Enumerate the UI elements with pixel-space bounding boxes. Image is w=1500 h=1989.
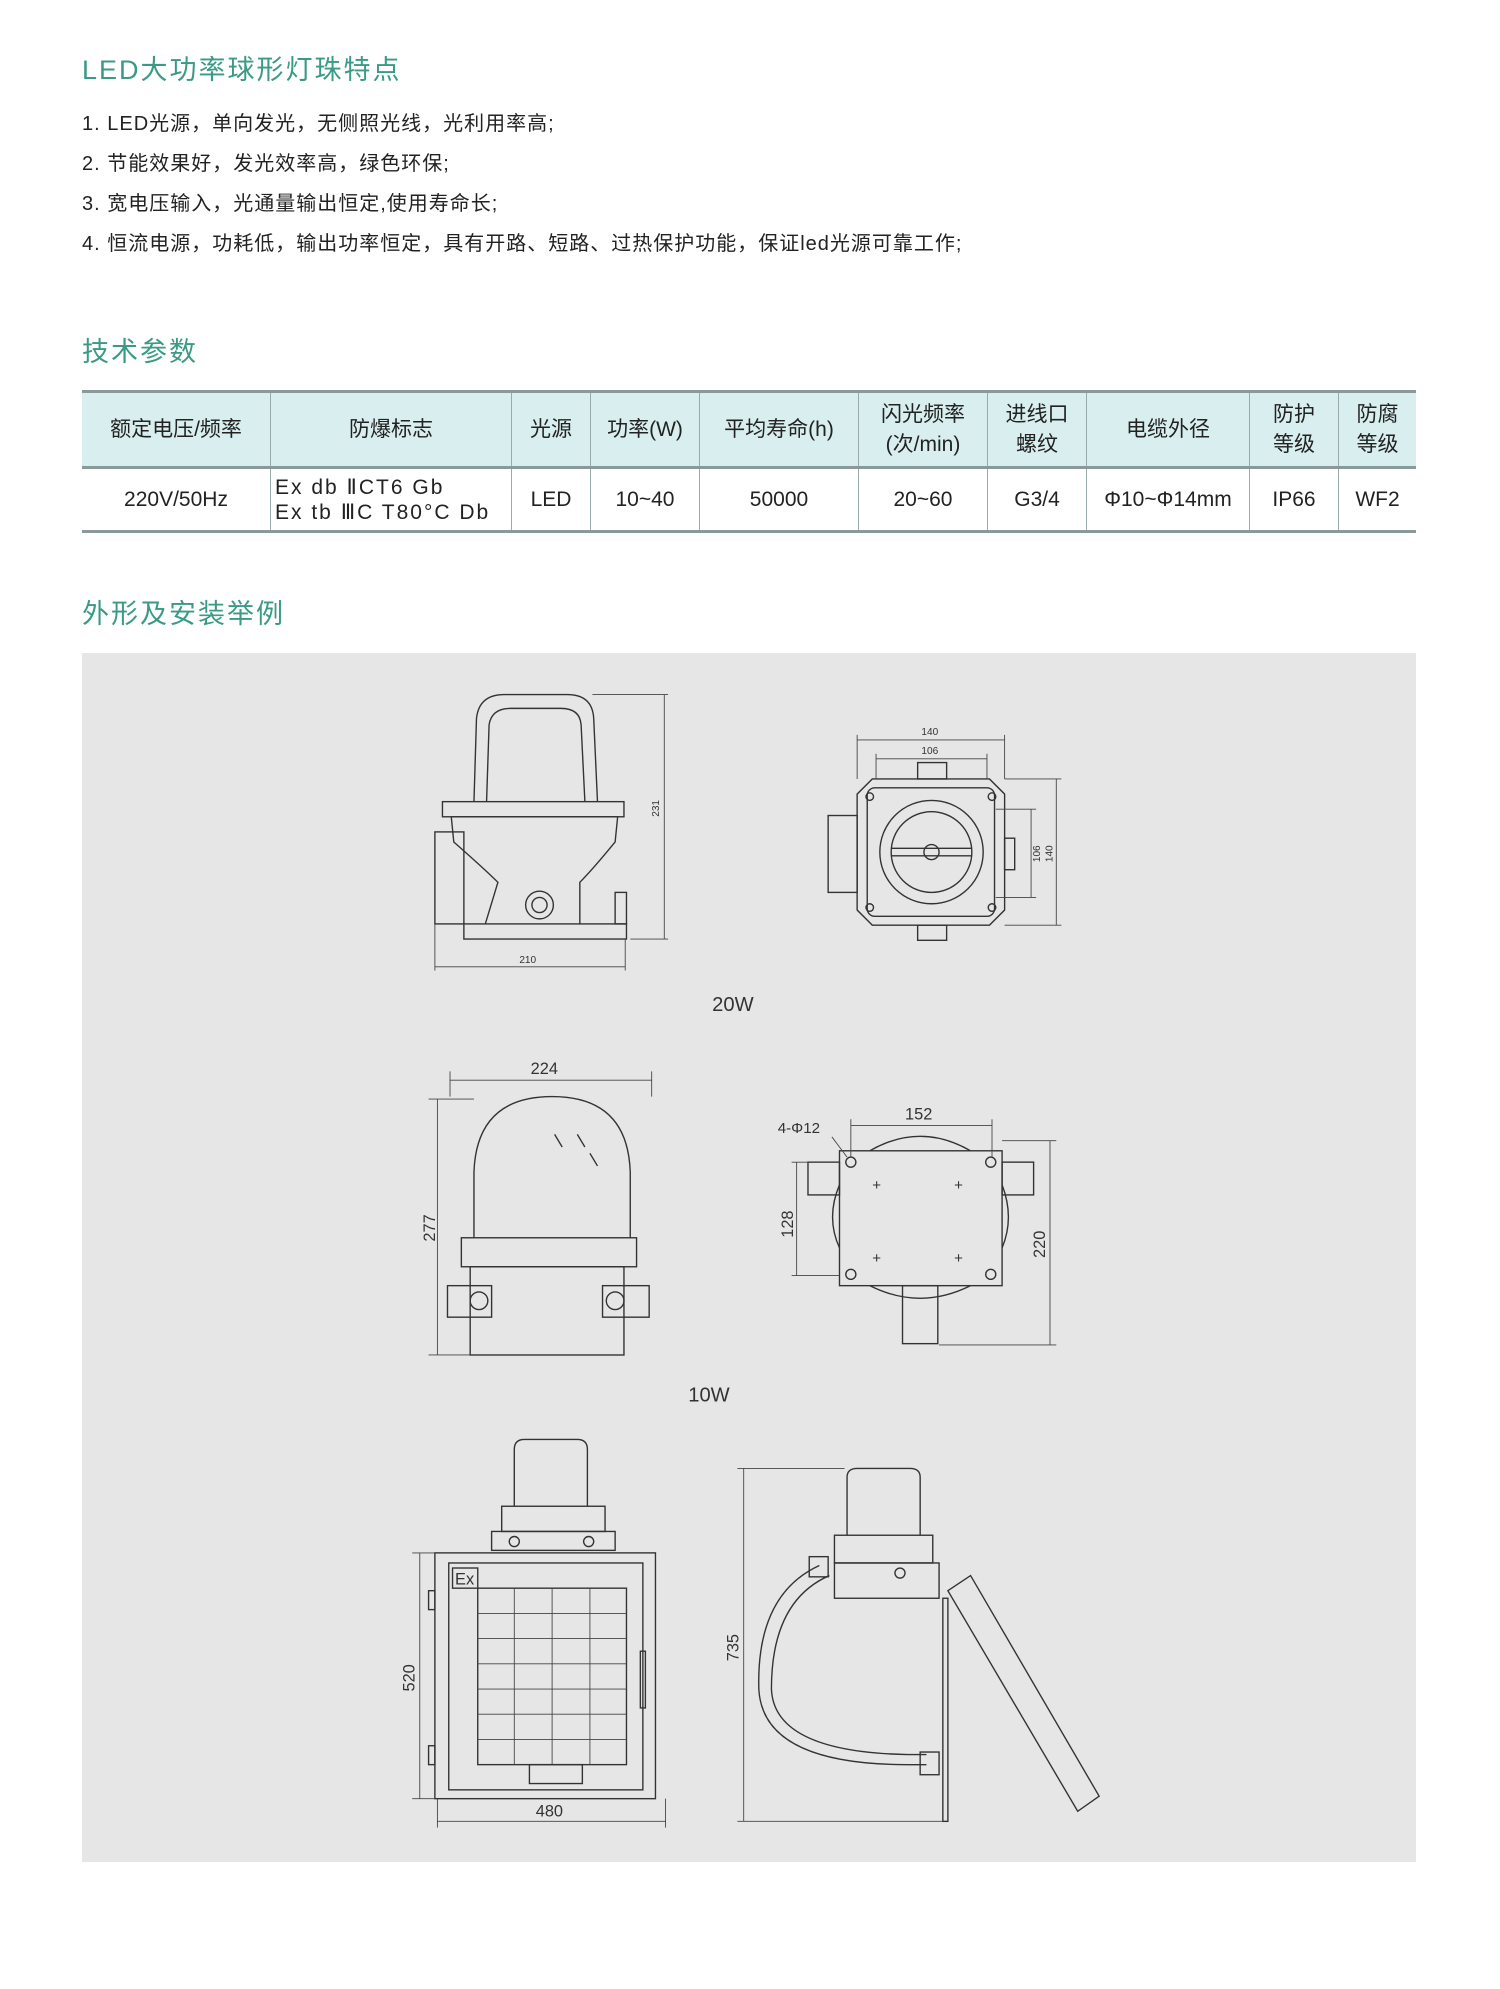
svg-text:+: + [872,1177,881,1194]
cell-lifetime: 50000 [699,467,859,532]
svg-text:+: + [872,1250,881,1267]
label-10w: 10W [688,1385,729,1407]
cell-thread: G3/4 [987,467,1087,532]
drawing-10w-bottom: + + + + 152 4-Φ12 128 220 [778,1105,1057,1346]
install-heading: 外形及安装举例 [82,599,285,629]
dim-140-side: 140 [1045,845,1056,862]
drawing-panel-side: 735 [725,1467,1101,1823]
cell-ip: IP66 [1249,467,1339,532]
cell-voltage: 220V/50Hz [124,487,228,511]
specs-heading: 技术参数 [82,337,198,367]
table-header-row: 额定电压/频率 防爆标志 光源 功率(W) 平均寿命(h) 闪光频率(次/min… [82,391,1416,469]
ex-badge: Ex [455,1570,475,1588]
dim-152: 152 [905,1105,932,1123]
svg-text:+: + [954,1250,963,1267]
drawing-10w-side: 224 277 [421,1060,653,1356]
feature-item: 2. 节能效果好，发光效率高，绿色环保; [82,153,450,175]
cell-flash: 20~60 [858,467,988,532]
feature-item: 4. 恒流电源，功耗低，输出功率恒定，具有开路、短路、过热保护功能，保证led光… [82,233,963,255]
specs-table: 额定电压/频率 防爆标志 光源 功率(W) 平均寿命(h) 闪光频率(次/min… [82,390,1416,533]
cell-anticorrosion: WF2 [1338,467,1416,532]
header-cable: 电缆外径 [1086,391,1250,469]
dim-224: 224 [531,1060,558,1078]
dim-128: 128 [779,1210,797,1237]
svg-text:+: + [954,1177,963,1194]
header-ip: 防护等级 [1249,391,1339,469]
dim-480: 480 [536,1802,563,1820]
dim-140-top: 140 [921,727,938,738]
drawing-panel-front: Ex 520 480 [401,1438,666,1828]
dim-106-top: 106 [921,746,938,757]
dim-220: 220 [1031,1231,1049,1258]
header-ex-mark: 防爆标志 [270,391,512,469]
header-thread: 进线口螺纹 [987,391,1087,469]
feature-item: 3. 宽电压输入，光通量输出恒定,使用寿命长; [82,193,499,215]
header-lifetime: 平均寿命(h) [699,391,859,469]
cell-power: 10~40 [590,467,700,532]
header-power: 功率(W) [590,391,700,469]
header-anticorrosion: 防腐等级 [1338,391,1416,469]
dim-106-side: 106 [1032,845,1043,862]
dim-520: 520 [401,1664,419,1691]
drawing-20w-side: 231 210 [434,693,669,971]
dim-210: 210 [519,955,536,966]
dim-735: 735 [725,1634,743,1661]
features-heading: LED大功率球形灯珠特点 [82,55,402,85]
dim-231: 231 [651,800,662,817]
label-4-holes: 4-Φ12 [778,1120,820,1137]
feature-item: 1. LED光源，单向发光，无侧照光线，光利用率高; [82,113,555,135]
drawing-20w-top: 140 106 106 140 [827,727,1062,941]
cell-cable: Φ10~Φ14mm [1086,467,1250,532]
dim-277: 277 [421,1214,439,1241]
header-voltage: 额定电压/频率 [82,391,271,469]
header-flash: 闪光频率(次/min) [858,391,988,469]
cell-light-source: LED [511,467,591,532]
drawing-panel [82,653,1416,1862]
header-light-source: 光源 [511,391,591,469]
label-20w: 20W [712,994,753,1016]
